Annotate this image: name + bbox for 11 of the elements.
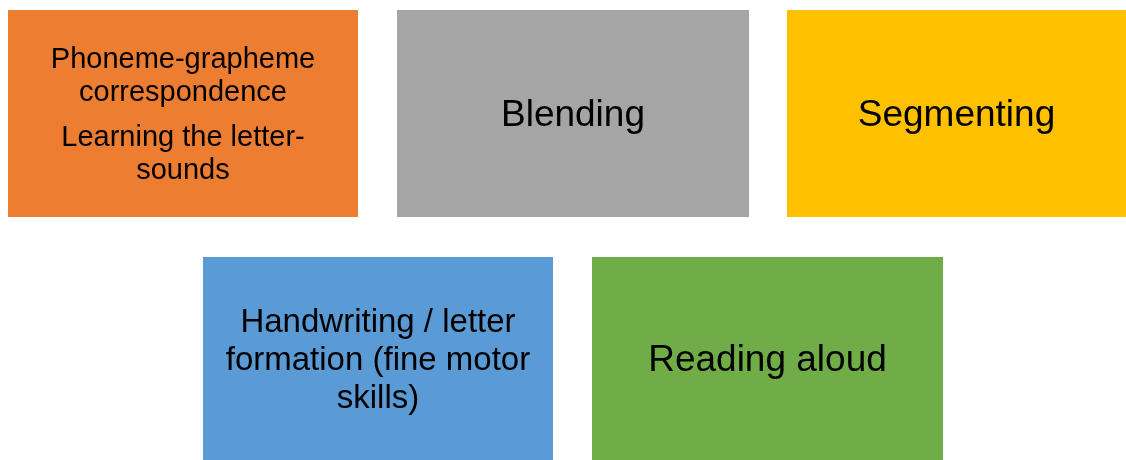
topic-card	[592, 257, 943, 460]
topic-card	[8, 10, 358, 217]
card-heading: Segmenting	[857, 92, 1056, 135]
card-heading: Phoneme-grapheme correspondence	[49, 41, 317, 108]
card-heading: Reading aloud	[648, 337, 887, 380]
topic-card	[787, 10, 1126, 217]
card-heading: Handwriting / letter formation (fine motor skills)	[224, 301, 532, 416]
topic-card	[203, 257, 553, 460]
card-heading: Blending	[501, 92, 645, 135]
card-text: Learning the letter-sounds	[60, 119, 306, 186]
topic-card	[397, 10, 749, 217]
